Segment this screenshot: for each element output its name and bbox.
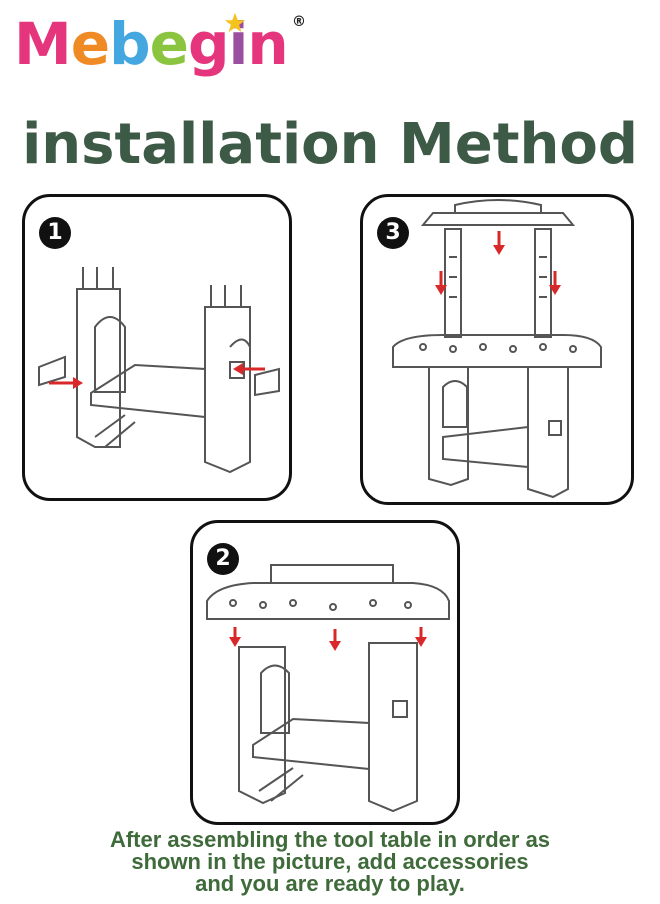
- step-panel-1: 1: [22, 194, 292, 501]
- logo-letter-e2: e: [149, 10, 189, 78]
- instruction-text: After assembling the tool table in order…: [0, 829, 660, 895]
- step-1-illustration: [38, 267, 280, 474]
- step-3-illustration: [392, 199, 602, 499]
- instruction-line-3: and you are ready to play.: [195, 871, 465, 896]
- step-number-badge: 1: [39, 217, 71, 249]
- logo-letter-n: n: [247, 10, 288, 78]
- logo-letter-e: e: [70, 10, 110, 78]
- logo-letter-m: M: [14, 10, 72, 78]
- step-panel-2: 2: [190, 520, 460, 825]
- step-number-badge: 2: [207, 543, 239, 575]
- logo-letter-b: b: [109, 10, 151, 78]
- logo-letter-g: g: [187, 10, 230, 78]
- logo-letter-i: i: [225, 4, 248, 84]
- star-icon: [225, 12, 246, 33]
- page-title: installation Method: [22, 112, 638, 177]
- step-2-illustration: [206, 564, 450, 813]
- instruction-line-2: shown in the picture, add accessories: [131, 849, 529, 874]
- step-number-badge: 3: [377, 217, 409, 249]
- step-panel-3: 3: [360, 194, 634, 505]
- registered-mark: ®: [292, 14, 306, 30]
- instruction-line-1: After assembling the tool table in order…: [109, 827, 551, 852]
